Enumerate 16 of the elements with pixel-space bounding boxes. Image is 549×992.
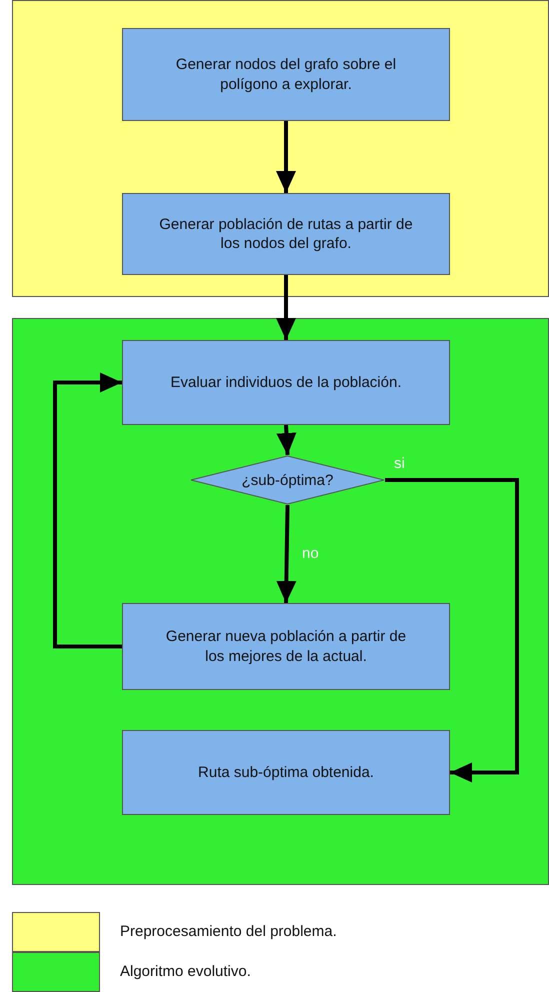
process-box: Generar población de rutas a partir de los nodos del grafo. <box>122 193 450 275</box>
arrow <box>385 478 519 782</box>
group-band <box>12 0 549 297</box>
arrow <box>276 424 296 456</box>
legend-text: Algoritmo evolutivo. <box>120 963 251 980</box>
legend-text: Preprocesamiento del problema. <box>120 923 337 940</box>
process-box: Ruta sub-óptima obtenida. <box>122 730 450 815</box>
process-box: Generar nueva población a partir de los mejores de la actual. <box>122 603 450 690</box>
process-box: Evaluar individuos de la población. <box>122 340 450 425</box>
arrow <box>276 121 296 193</box>
arrow <box>53 372 122 648</box>
decision-diamond: ¿sub-óptima? <box>190 455 385 505</box>
arrow <box>276 275 296 340</box>
group-band <box>12 318 549 885</box>
arrow <box>276 504 296 604</box>
process-box: Generar nodos del grafo sobre el polígono a explorar. <box>122 28 450 121</box>
